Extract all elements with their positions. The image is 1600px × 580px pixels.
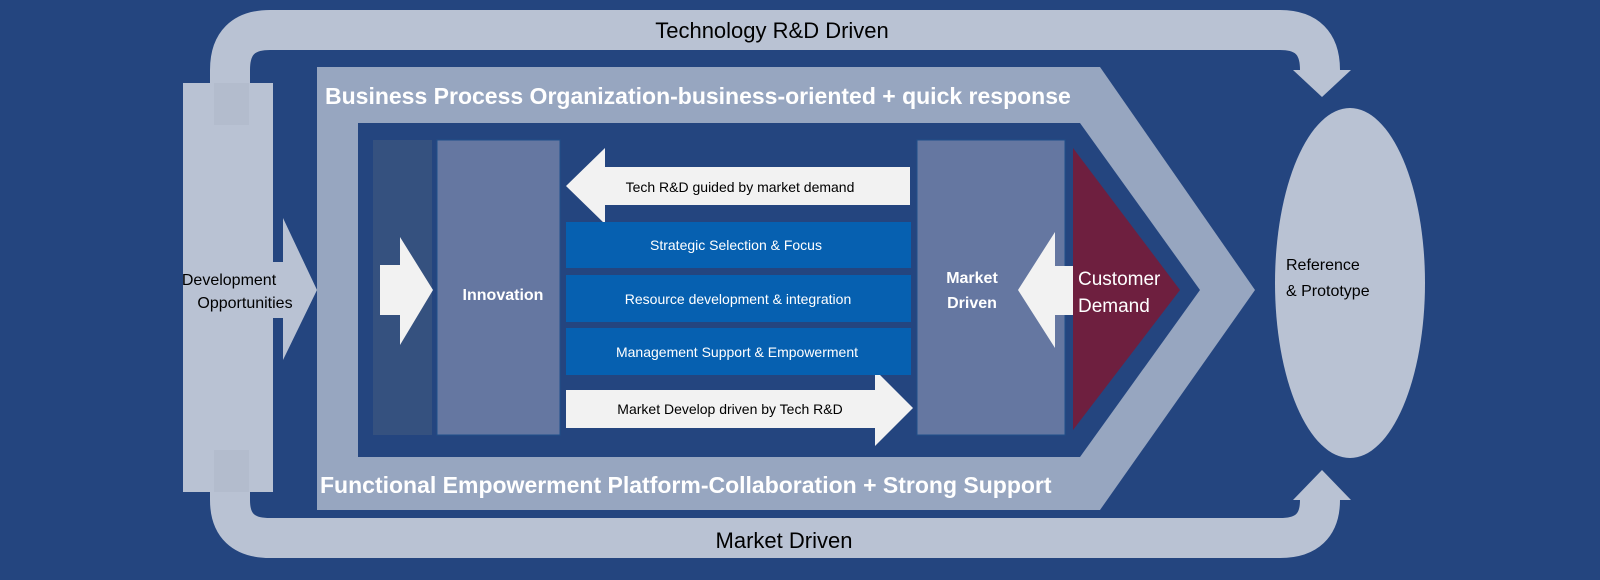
innovation-column	[436, 139, 561, 436]
bar-label: Strategic Selection & Focus	[650, 237, 822, 253]
customer-label-2: Demand	[1078, 296, 1150, 317]
reference-label-1: Reference	[1286, 257, 1360, 274]
market-develop-label: Market Develop driven by Tech R&D	[617, 401, 842, 417]
customer-arrow	[1018, 232, 1073, 348]
reference-prototype-ellipse	[1275, 108, 1425, 458]
market-label-2: Driven	[947, 295, 997, 312]
market-label-1: Market	[946, 270, 998, 287]
innovation-arrow	[380, 237, 433, 345]
chevron-bottom-title: Functional Empowerment Platform-Collabor…	[320, 472, 1052, 498]
tech-guided-arrow	[566, 148, 910, 224]
bar-label: Management Support & Empowerment	[616, 344, 858, 360]
development-arrow	[272, 218, 317, 360]
top-loop-label: Technology R&D Driven	[655, 18, 889, 43]
development-label-2: Opportunities	[197, 295, 292, 312]
top-loop-arrow	[210, 10, 1351, 125]
bar-management	[566, 328, 911, 375]
customer-label-1: Customer	[1078, 269, 1161, 290]
tech-guided-label: Tech R&D guided by market demand	[626, 179, 855, 195]
loop-overlap	[214, 450, 249, 492]
bar-resource	[566, 275, 911, 322]
bar-strategic	[566, 222, 911, 268]
market-develop-arrow	[566, 370, 913, 446]
reference-label-2: & Prototype	[1286, 283, 1370, 300]
innovation-label: Innovation	[463, 287, 544, 304]
bottom-loop-label: Market Driven	[716, 528, 853, 553]
bar-label: Resource development & integration	[625, 291, 851, 307]
bottom-loop-arrow	[210, 450, 1351, 558]
development-label-1: Development	[182, 272, 277, 289]
chevron-top-title: Business Process Organization-business-o…	[325, 83, 1071, 109]
development-opportunities-box	[183, 83, 273, 492]
customer-demand-triangle	[1073, 148, 1180, 430]
loop-overlap	[214, 83, 249, 125]
